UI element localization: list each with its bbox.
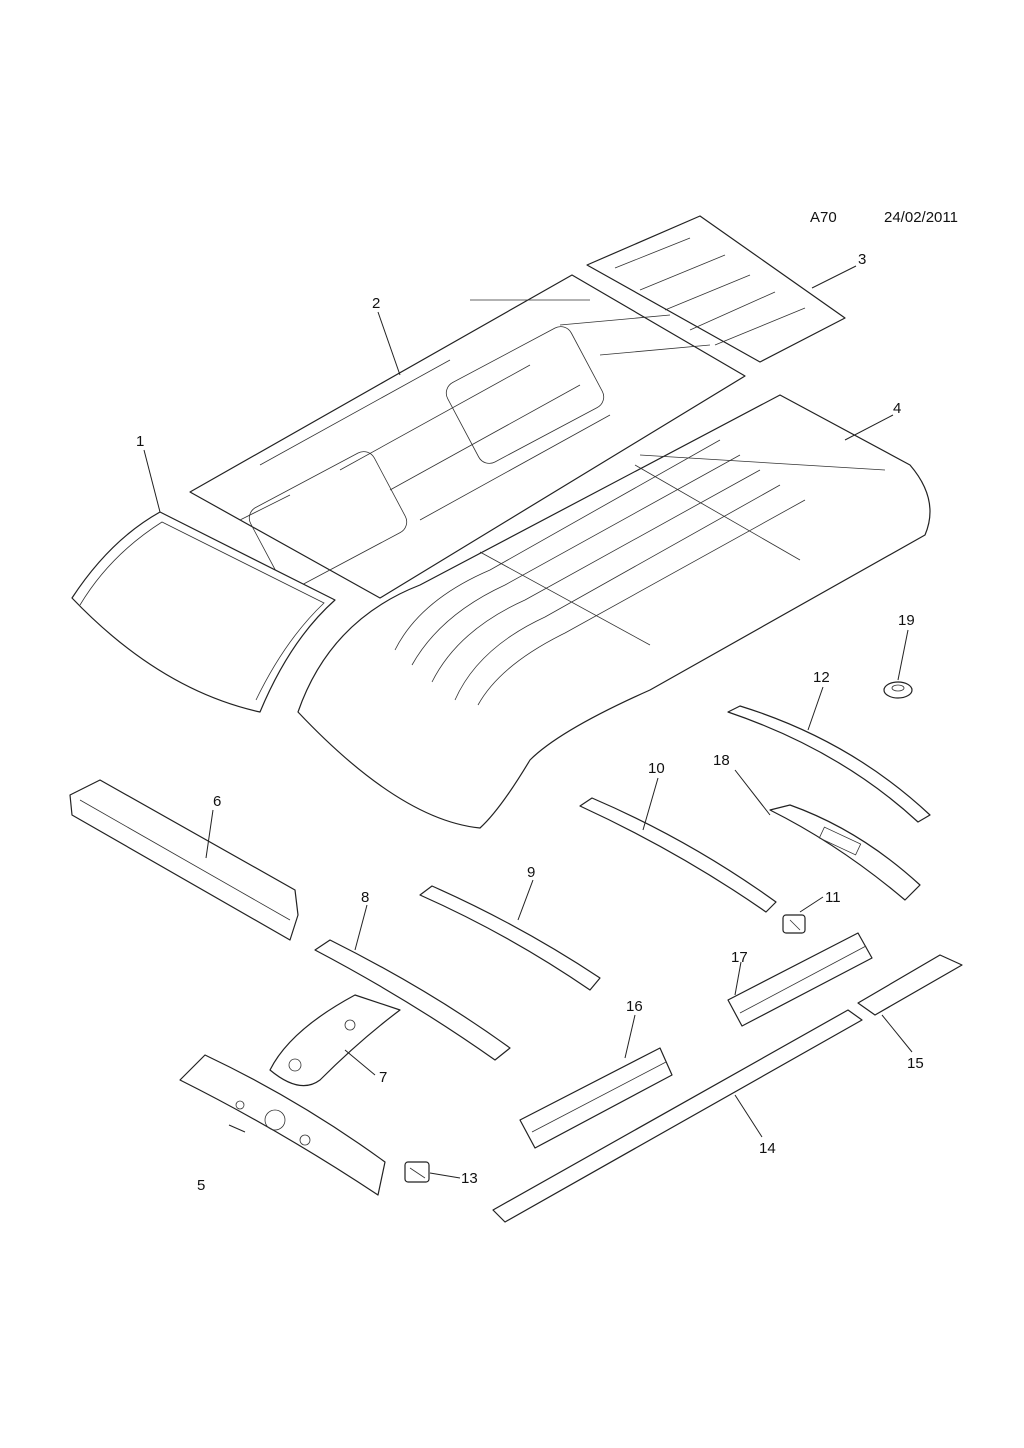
callout-4: 4 — [893, 400, 901, 417]
part-3-rear-roof-panel — [586, 215, 846, 363]
part-15-gutter-end — [857, 954, 963, 1016]
part-5-rear-header-rail — [179, 1054, 386, 1196]
part-8-roof-bow — [314, 939, 511, 1061]
part-9-roof-bow — [419, 885, 601, 991]
callout-5: 5 — [197, 1177, 205, 1194]
callout-2: 2 — [372, 295, 380, 312]
part-2-roof-frame-panel — [189, 274, 746, 599]
part-16-side-rail — [519, 1047, 673, 1149]
part-10-roof-bow — [579, 797, 777, 913]
callout-6: 6 — [213, 793, 221, 810]
part-1-front-panel — [71, 511, 336, 713]
callout-10: 10 — [648, 760, 665, 777]
part-6-front-header-rail — [69, 779, 299, 941]
callout-14: 14 — [759, 1140, 776, 1157]
callout-11: 11 — [825, 889, 841, 906]
part-17-side-rail — [727, 932, 873, 1027]
diagram-date: 24/02/2011 — [884, 209, 958, 226]
callout-12: 12 — [813, 669, 830, 686]
callout-18: 18 — [713, 752, 730, 769]
callout-13: 13 — [461, 1170, 478, 1187]
callout-8: 8 — [361, 889, 369, 906]
callout-17: 17 — [731, 949, 748, 966]
part-12-rear-bow — [727, 705, 931, 823]
callout-labels: 1 2 3 4 5 6 7 8 9 10 11 12 13 14 15 16 1… — [136, 251, 924, 1194]
part-14-gutter-rail — [492, 1009, 863, 1223]
part-19-grommet — [883, 681, 913, 699]
callout-1: 1 — [136, 433, 144, 450]
part-13-small-bracket — [404, 1161, 430, 1183]
callout-3: 3 — [858, 251, 866, 268]
callout-15: 15 — [907, 1055, 924, 1072]
callout-16: 16 — [626, 998, 643, 1015]
leader-lines — [143, 265, 913, 1179]
part-11-clip — [782, 914, 806, 934]
callout-9: 9 — [527, 864, 535, 881]
part-7-reinforcement-plate — [269, 994, 401, 1087]
callout-19: 19 — [898, 612, 915, 629]
part-4-outer-roof-skin — [297, 394, 931, 829]
diagram-code: A70 — [810, 209, 837, 226]
part-18-bracket — [769, 804, 921, 901]
callout-7: 7 — [379, 1069, 387, 1086]
